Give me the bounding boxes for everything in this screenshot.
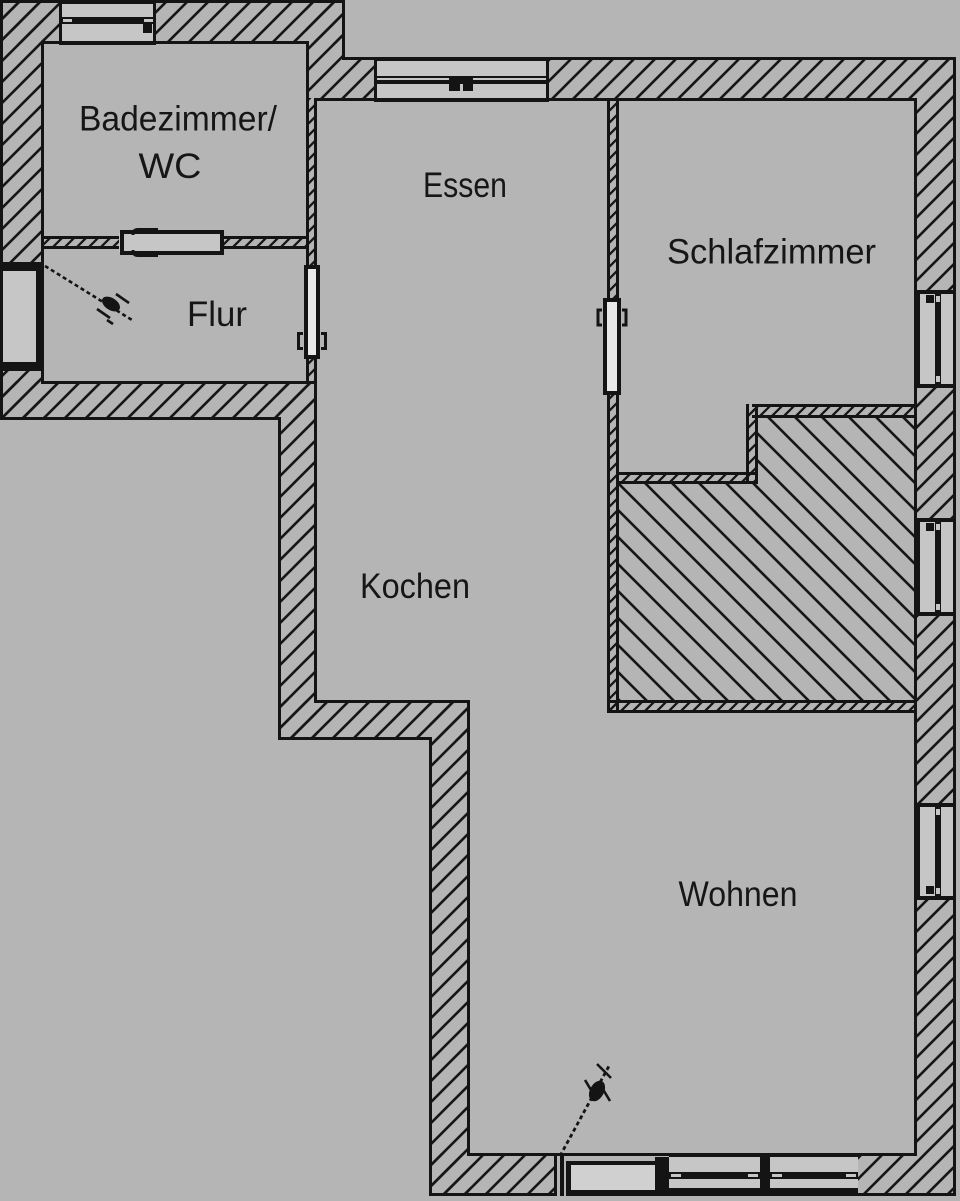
svg-text:Schlafzimmer: Schlafzimmer xyxy=(667,232,876,272)
svg-text:Badezimmer/: Badezimmer/ xyxy=(79,99,277,139)
svg-text:Kochen: Kochen xyxy=(360,566,470,606)
svg-text:Wohnen: Wohnen xyxy=(679,874,798,914)
svg-text:Essen: Essen xyxy=(423,165,507,205)
svg-text:Flur: Flur xyxy=(187,294,247,334)
svg-text:WC: WC xyxy=(139,146,202,186)
